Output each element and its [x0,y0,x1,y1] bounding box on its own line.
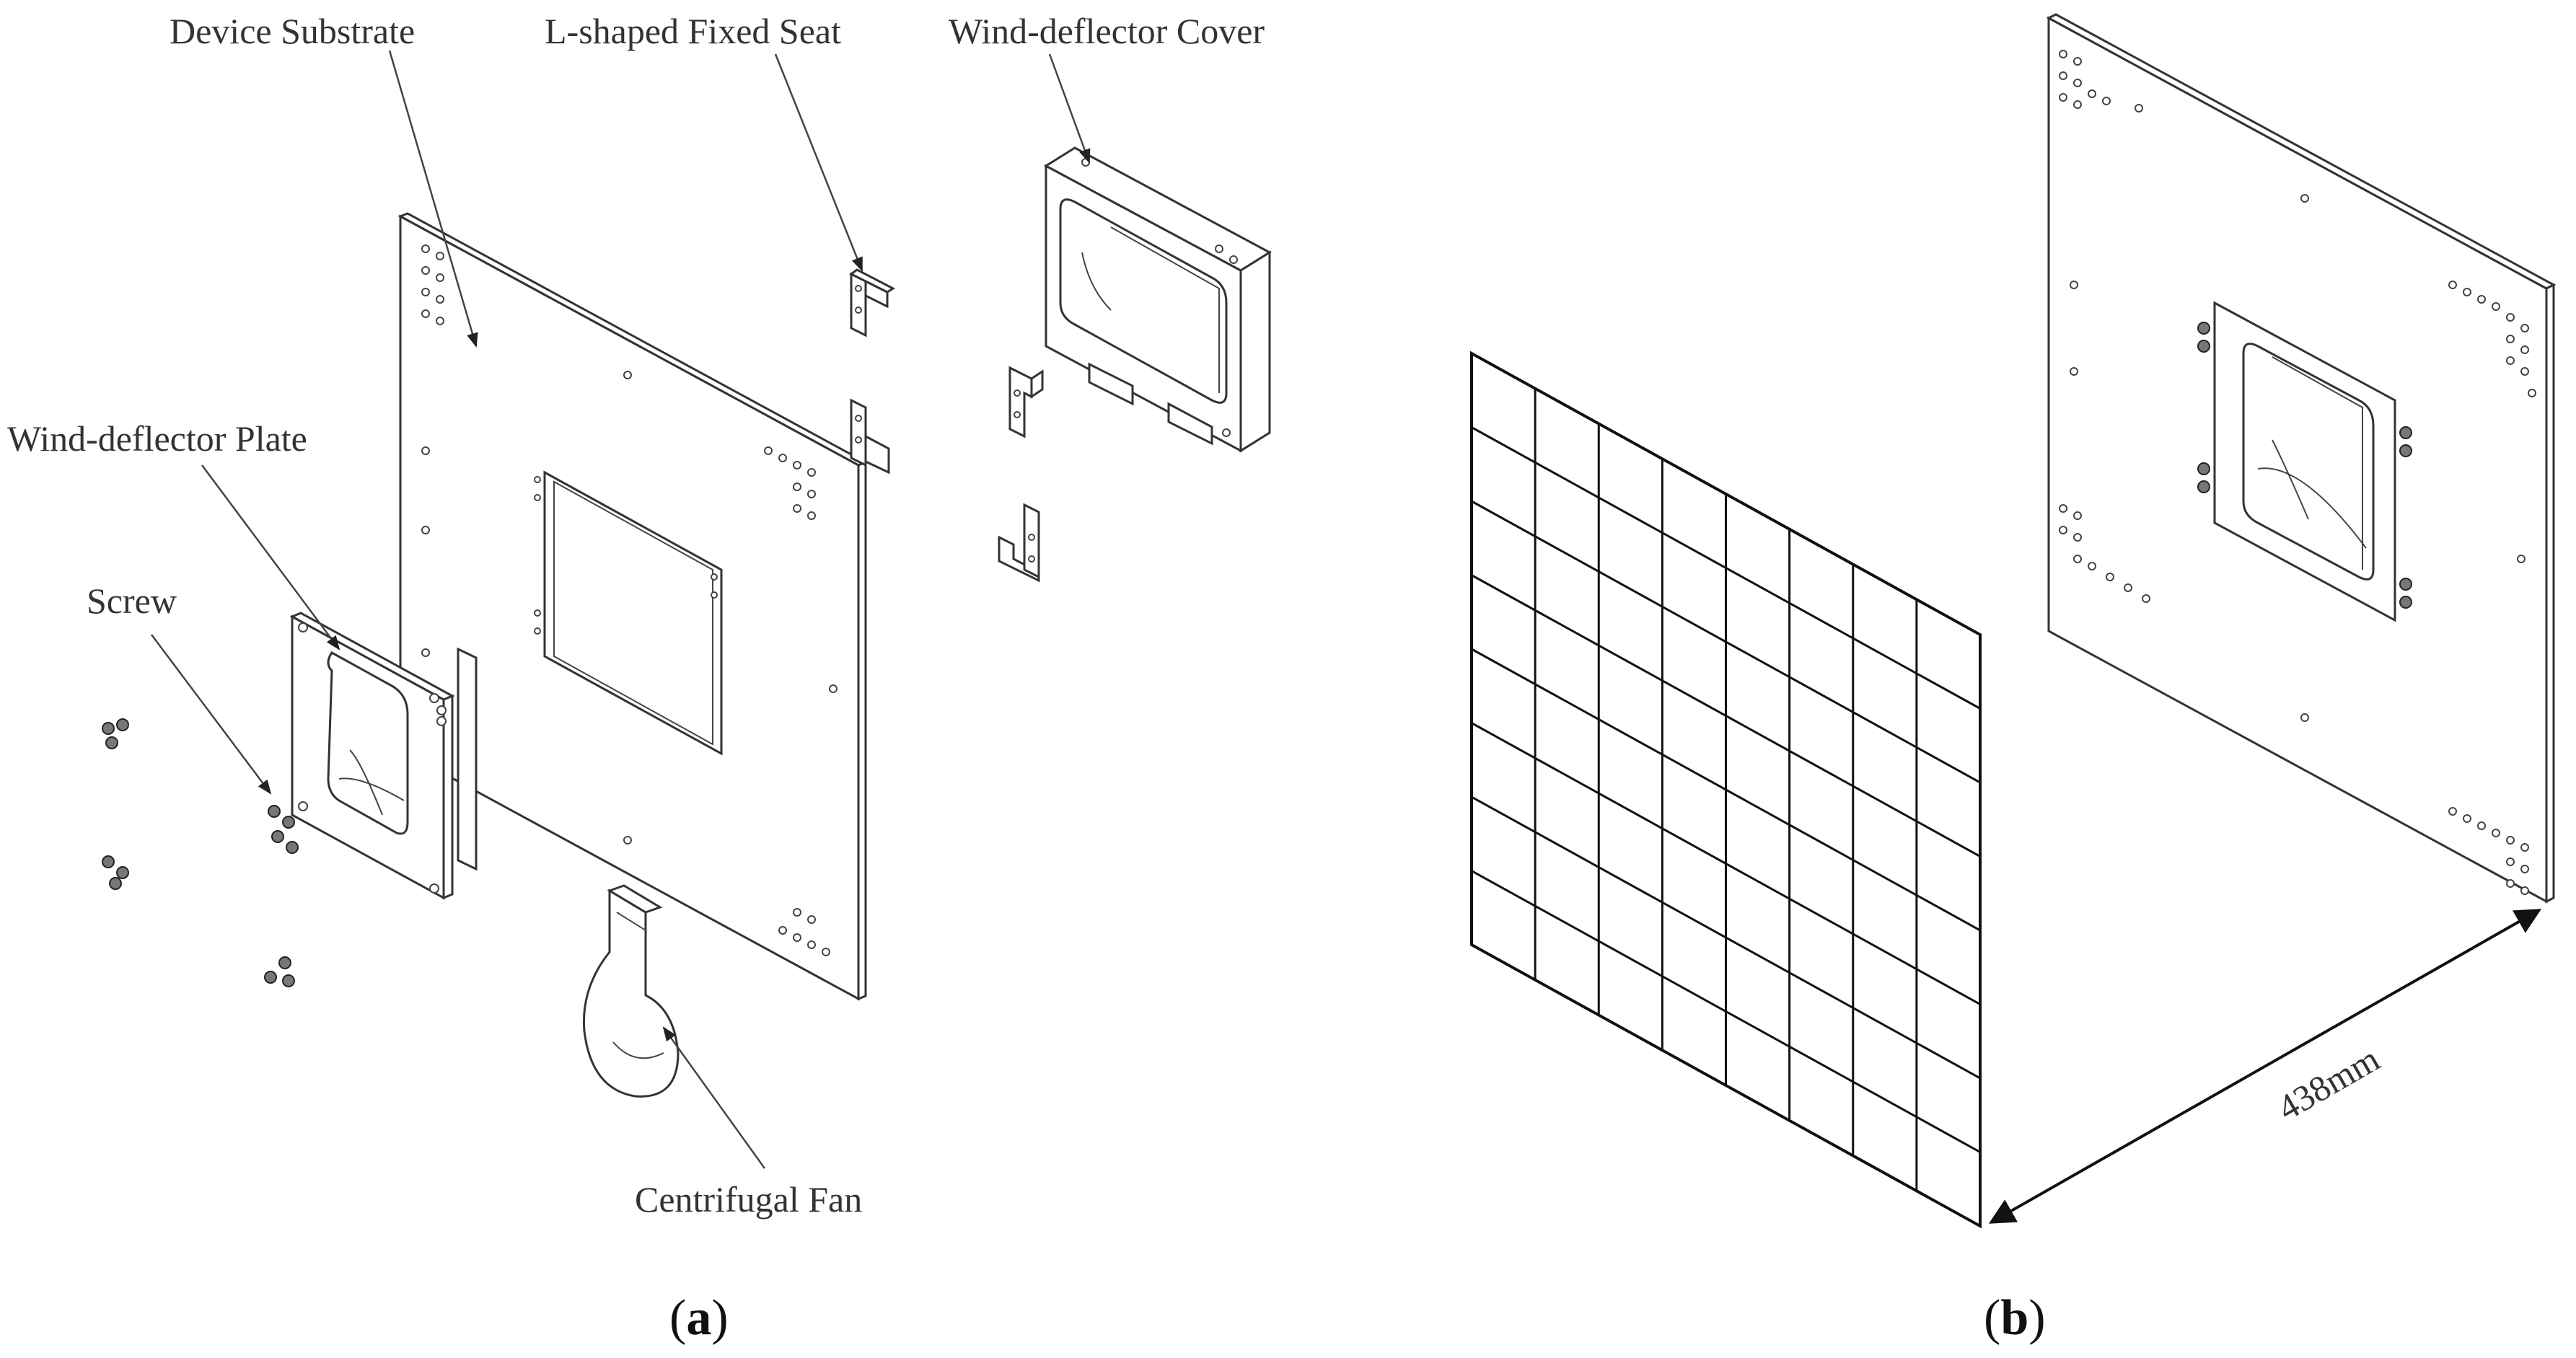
leader-l-shaped-seat [774,53,863,272]
caption-b: (b) [1984,1290,2046,1346]
caption-a: (a) [669,1290,729,1346]
l-shaped-fixed-seats [849,268,1044,583]
grid-horizontal-line [1471,870,1981,1153]
grid-horizontal-line [1471,426,1981,710]
panel-a-exploded-view: Device Substrate L-shaped Fixed Seat Win… [7,11,1272,1346]
grid-horizontal-line [1471,574,1981,857]
screws [102,718,299,987]
grid-horizontal-line [1471,722,1981,1005]
label-l-shaped-fixed-seat: L-shaped Fixed Seat [545,11,841,51]
centrifugal-fan [582,884,680,1098]
wind-deflector-plate [289,612,478,900]
label-device-substrate: Device Substrate [170,11,415,51]
label-wind-deflector-cover: Wind-deflector Cover [949,11,1265,51]
device-board [2046,13,2557,904]
dimension-line [1988,909,2542,1224]
device-substrate-board [397,212,869,1001]
leader-screw [151,634,272,795]
label-wind-deflector-plate: Wind-deflector Plate [7,418,307,459]
grid-lines [1471,388,1981,1191]
grid-horizontal-line [1471,795,1981,1080]
label-screw: Screw [87,581,177,621]
leader-centrifugal-fan [662,1026,766,1169]
substrate-holes [421,244,838,956]
grid-screen [1470,350,1982,1229]
panel-b-test-setup: 438mm (b) [1470,13,2557,1346]
grid-horizontal-line [1471,648,1981,932]
wind-deflector-cover [1044,146,1272,453]
label-centrifugal-fan: Centrifugal Fan [635,1179,862,1220]
leader-wind-deflector-cover [1048,53,1091,164]
grid-outline [1470,350,1982,1229]
leader-wind-deflector-plate [201,464,340,651]
leader-lines [151,50,1091,1169]
board-holes [2059,50,2536,895]
grid-horizontal-line [1471,500,1981,784]
leader-device-substrate [388,50,478,348]
